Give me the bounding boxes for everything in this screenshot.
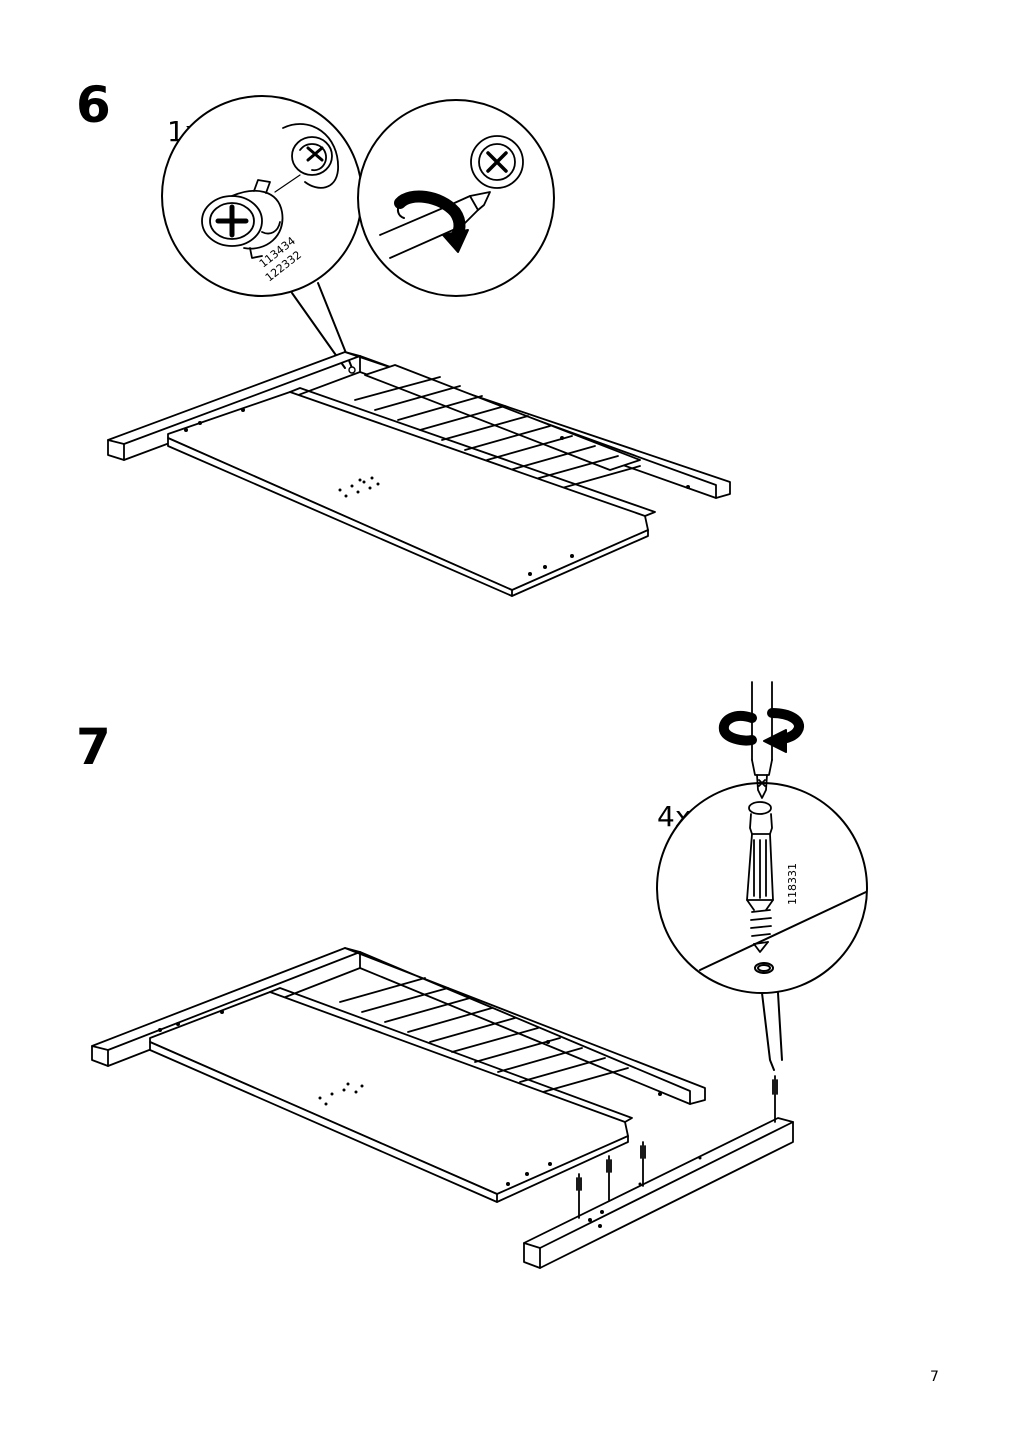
step-7-quantity: 4x (657, 800, 692, 833)
rotate-arrow-icon (394, 190, 469, 253)
step-6-illustration: 113434 122332 (107, 95, 731, 597)
bed-frame-step7 (91, 947, 794, 1269)
part-number-label-118331: 118331 (786, 863, 799, 905)
cam-lock-icon (201, 179, 284, 259)
rotate-arrow-icon-step7 (718, 708, 804, 753)
cam-in-board-icon (470, 135, 524, 189)
screwdriver-icon (379, 191, 491, 259)
board-holes-step7 (158, 1010, 702, 1228)
step-6-number: 6 (76, 76, 111, 134)
bed-frame-step6 (107, 351, 731, 597)
board-holes-step6 (184, 366, 690, 576)
page-number: 7 (930, 1369, 939, 1385)
dowel-icon (746, 801, 774, 953)
board-hole-icon (274, 123, 339, 193)
power-driver-icon (751, 681, 773, 799)
turn-cam-detail-circle (357, 99, 555, 297)
svg-text:118331: 118331 (786, 863, 799, 905)
step-7-number: 7 (76, 718, 111, 776)
